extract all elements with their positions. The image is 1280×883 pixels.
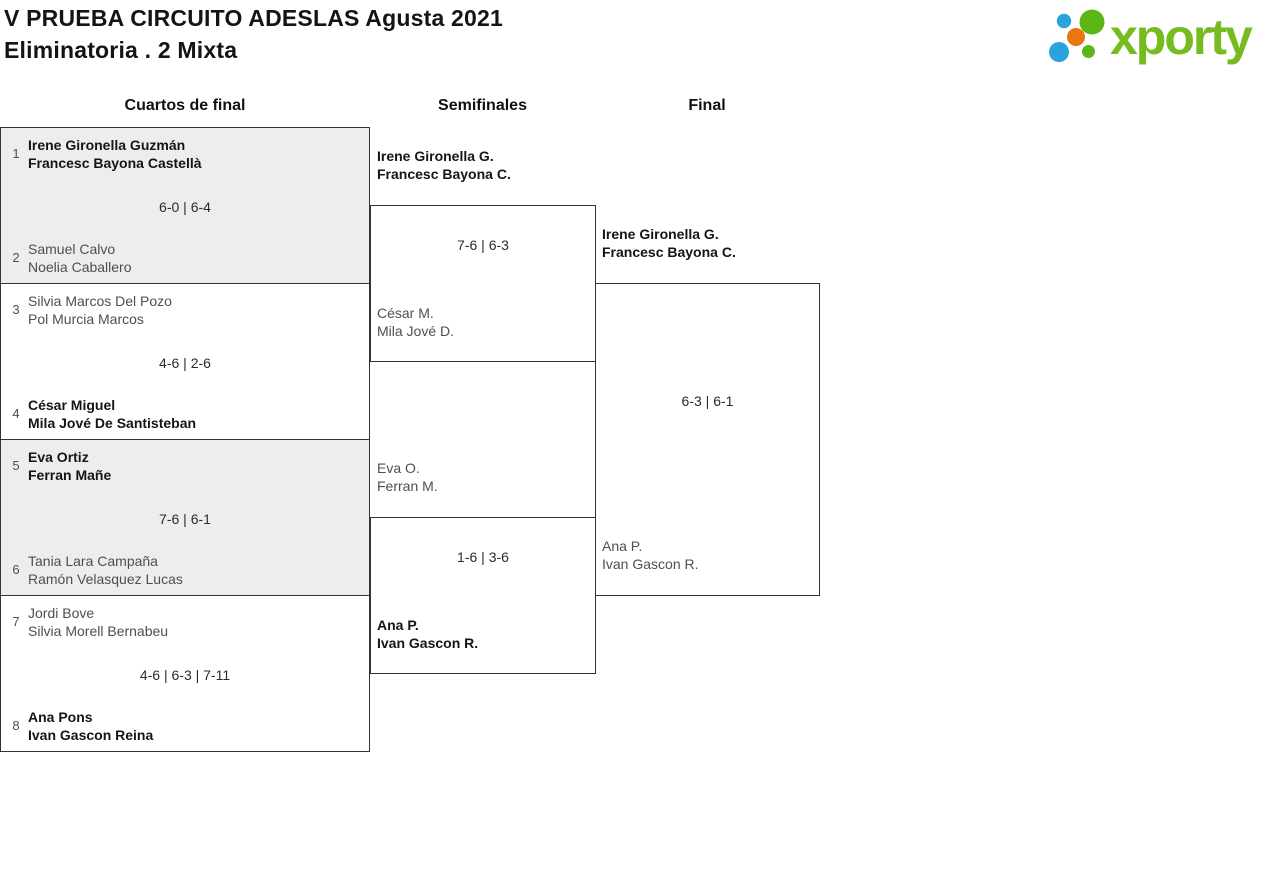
seed-number: 3 <box>12 302 20 317</box>
quarterfinal-match-1: 1 Irene Gironella Guzmán Francesc Bayona… <box>0 127 370 284</box>
match-score: 4-6 | 6-3 | 7-11 <box>139 667 231 683</box>
player-name: Eva Ortiz <box>28 449 89 465</box>
logo-wordmark: xporty <box>1110 9 1253 65</box>
bracket-subtitle: Eliminatoria . 2 Mixta <box>4 37 238 63</box>
tournament-name: V PRUEBA CIRCUITO ADESLAS Agusta 2021 <box>4 5 504 31</box>
page-title: V PRUEBA CIRCUITO ADESLAS Agusta 2021 El… <box>4 2 503 66</box>
match-score: 7-6 | 6-1 <box>159 511 211 527</box>
player-name: Silvia Morell Bernabeu <box>28 623 169 639</box>
match-score: 6-3 | 6-1 <box>681 393 734 409</box>
team-pair: Eva O. Ferran M. <box>377 459 438 495</box>
player-name: Eva O. <box>377 460 420 476</box>
player-name: Francesc Bayona Castellà <box>28 155 202 171</box>
final-match-box <box>595 283 820 596</box>
player-name: Silvia Marcos Del Pozo <box>28 293 172 309</box>
team-pair: Irene Gironella G. Francesc Bayona C. <box>377 147 511 183</box>
team-pair: Ana P. Ivan Gascon R. <box>602 537 699 573</box>
team-pair: Jordi Bove Silvia Morell Bernabeu <box>28 604 168 640</box>
seed-number: 1 <box>12 146 20 161</box>
player-name: Ivan Gascon R. <box>377 635 479 651</box>
match-score: 6-0 | 6-4 <box>159 199 211 215</box>
player-name: Ramón Velasquez Lucas <box>28 571 183 587</box>
player-name: Tania Lara Campaña <box>28 553 158 569</box>
player-name: Samuel Calvo <box>28 241 116 257</box>
player-name: Ferran Mañe <box>28 467 112 483</box>
logo-dots-icon <box>1049 9 1105 62</box>
team-pair: Irene Gironella G. Francesc Bayona C. <box>602 225 736 261</box>
player-name: Mila Jové De Santisteban <box>28 415 197 431</box>
seed-number: 5 <box>12 458 20 473</box>
team-pair: Samuel Calvo Noelia Caballero <box>28 240 132 276</box>
player-name: Francesc Bayona C. <box>602 244 736 260</box>
team-pair: César Miguel Mila Jové De Santisteban <box>28 396 196 432</box>
player-name: Irene Gironella Guzmán <box>28 137 186 153</box>
seed-number: 8 <box>12 718 20 733</box>
team-pair: Ana Pons Ivan Gascon Reina <box>28 708 153 744</box>
quarterfinal-match-3: 5 Eva Ortiz Ferran Mañe 7-6 | 6-1 6 Tani… <box>0 439 370 596</box>
seed-number: 4 <box>12 406 20 421</box>
round-header-quarterfinals: Cuartos de final <box>124 97 246 114</box>
player-name: Noelia Caballero <box>28 259 132 275</box>
player-name: Ferran M. <box>377 478 438 494</box>
match-score: 1-6 | 3-6 <box>457 549 509 565</box>
player-name: Francesc Bayona C. <box>377 166 511 182</box>
team-pair: Eva Ortiz Ferran Mañe <box>28 448 111 484</box>
round-header-semifinals: Semifinales <box>438 97 527 114</box>
team-pair: Irene Gironella Guzmán Francesc Bayona C… <box>28 136 202 172</box>
player-name: Mila Jové D. <box>377 323 455 339</box>
player-name: Ivan Gascon R. <box>602 556 699 572</box>
player-name: Pol Murcia Marcos <box>28 311 144 327</box>
player-name: Irene Gironella G. <box>602 226 719 242</box>
player-name: Ivan Gascon Reina <box>28 727 154 743</box>
round-header-final: Final <box>688 97 726 114</box>
player-name: Ana Pons <box>28 709 93 725</box>
player-name: Ana P. <box>377 617 419 633</box>
team-pair: César M. Mila Jové D. <box>377 304 454 340</box>
quarterfinal-match-2: 3 Silvia Marcos Del Pozo Pol Murcia Marc… <box>0 283 370 440</box>
seed-number: 2 <box>12 250 20 265</box>
match-score: 7-6 | 6-3 <box>457 237 509 253</box>
team-pair: Ana P. Ivan Gascon R. <box>377 616 478 652</box>
match-score: 4-6 | 2-6 <box>159 355 211 371</box>
team-pair: Tania Lara Campaña Ramón Velasquez Lucas <box>28 552 183 588</box>
player-name: César Miguel <box>28 397 116 413</box>
seed-number: 7 <box>12 614 20 629</box>
player-name: Jordi Bove <box>28 605 95 621</box>
team-pair: Silvia Marcos Del Pozo Pol Murcia Marcos <box>28 292 172 328</box>
xporty-logo[interactable]: xporty <box>1048 4 1276 72</box>
quarterfinal-match-4: 7 Jordi Bove Silvia Morell Bernabeu 4-6 … <box>0 595 370 752</box>
player-name: César M. <box>377 305 434 321</box>
player-name: Irene Gironella G. <box>377 148 494 164</box>
seed-number: 6 <box>12 562 20 577</box>
player-name: Ana P. <box>602 538 643 554</box>
